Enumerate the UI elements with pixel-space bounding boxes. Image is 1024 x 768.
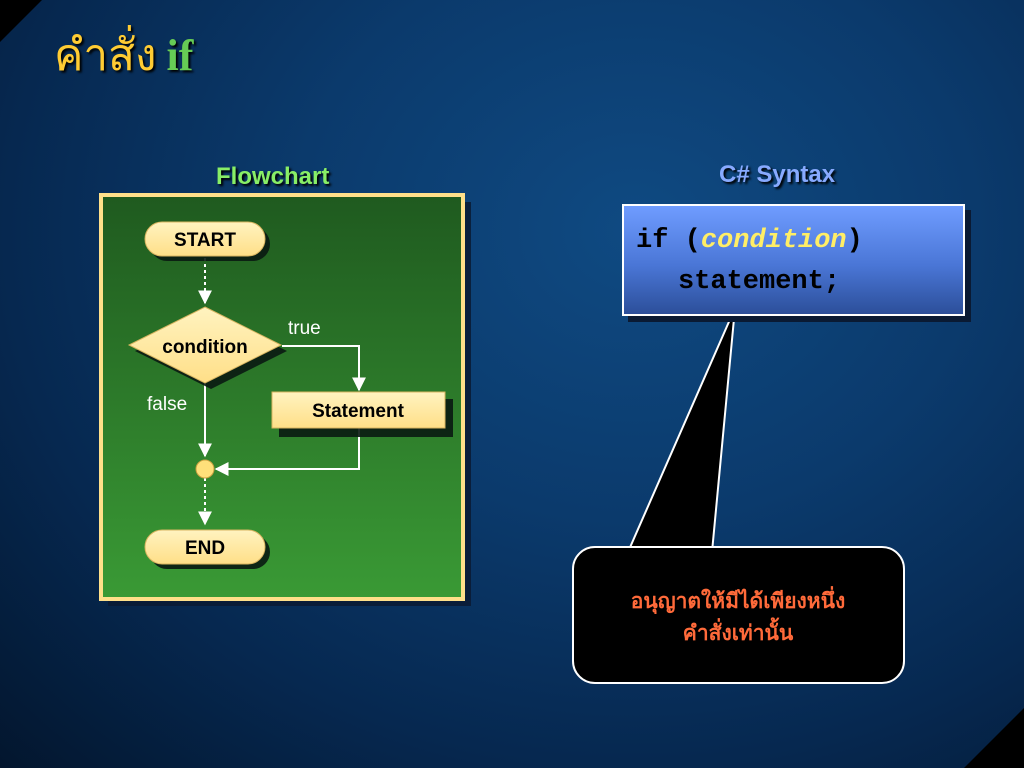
callout [572, 307, 905, 684]
start-node-label: START [174, 230, 236, 251]
corner-decoration-bottom-right [964, 708, 1024, 768]
syntax-if-suffix: ) [846, 226, 863, 256]
flowchart-heading: Flowchart [216, 163, 330, 190]
callout-bubble [572, 546, 905, 684]
start-node [144, 221, 266, 257]
syntax-code-box: if (condition) statement; [622, 204, 965, 316]
corner-decoration-top-left [0, 0, 42, 42]
end-node-label: END [185, 538, 225, 559]
slide-title-keyword: if [166, 31, 194, 80]
branch-label-false: false [147, 394, 187, 415]
statement-node-label: Statement [312, 401, 405, 422]
syntax-condition: condition [700, 226, 847, 256]
slide-title-thai: คำสั่ง [54, 30, 157, 81]
flowchart: START condition Statement END true false [99, 193, 471, 606]
condition-node [127, 306, 283, 384]
connector-statement-to-merge [214, 428, 360, 476]
callout-text-line-1: อนุญาตให้มีได้เพียงหนึ่ง [630, 589, 846, 613]
syntax-heading: C# Syntax [719, 161, 836, 188]
end-node [144, 529, 266, 565]
merge-point [195, 459, 215, 479]
callout-text: อนุญาตให้มีได้เพียงหนึ่ง คำสั่งเท่านั้น [574, 585, 902, 649]
syntax-code-line-2: statement; [678, 267, 841, 297]
syntax-if-prefix: if ( [636, 226, 701, 256]
callout-text-line-2: คำสั่งเท่านั้น [682, 621, 794, 645]
connector-condition-true [282, 345, 366, 392]
branch-label-true: true [288, 318, 321, 339]
condition-node-label: condition [162, 337, 247, 358]
callout-pointer [627, 307, 736, 553]
statement-node [271, 391, 446, 429]
syntax-code-line-1: if (condition) [636, 226, 863, 256]
